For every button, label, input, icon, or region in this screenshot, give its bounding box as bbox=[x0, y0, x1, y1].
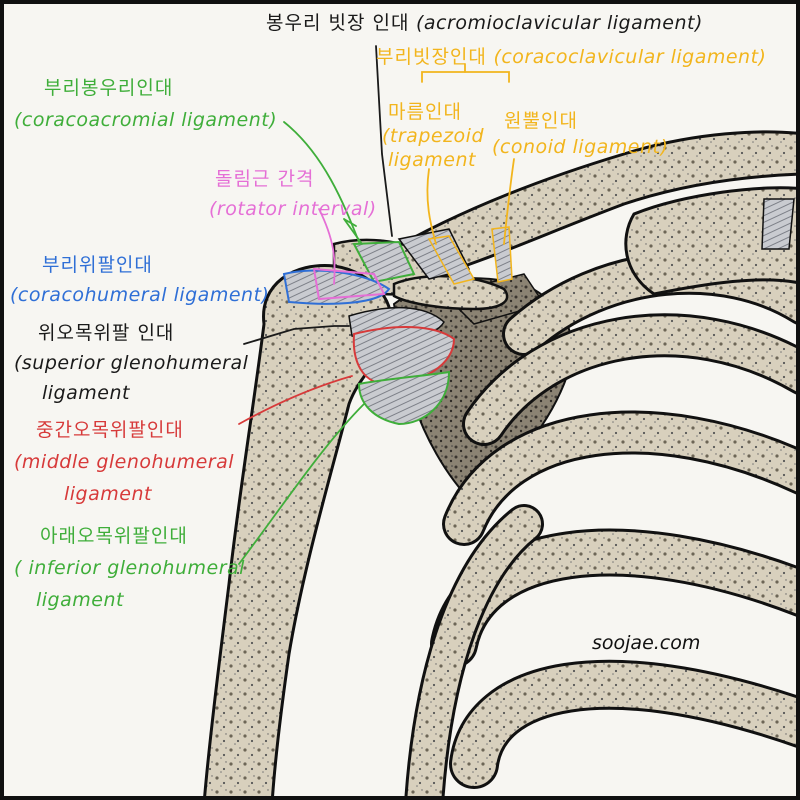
label-en-line1: (superior glenohumeral bbox=[14, 352, 249, 374]
label-en-line1: (trapezoid bbox=[382, 125, 485, 147]
label-en: (coracohumeral ligament) bbox=[10, 284, 270, 306]
label-en-line1: (middle glenohumeral bbox=[14, 451, 235, 473]
label-ko: 부리위팔인대 bbox=[42, 254, 153, 276]
watermark: soojae.com bbox=[592, 632, 701, 654]
label-ko: 봉우리 빗장 인대 bbox=[266, 12, 410, 34]
label-ko: 마름인대 bbox=[388, 101, 462, 123]
leader-lines bbox=[238, 45, 515, 565]
label-ko: 위오목위팔 인대 bbox=[38, 322, 175, 344]
label-middle-glenohumeral-ligament: 중간오목위팔인대 (middle glenohumeral ligament bbox=[14, 414, 234, 510]
label-rotator-interval: 돌림근 간격 (rotator interval) bbox=[209, 164, 377, 224]
shoulder-illustration bbox=[203, 45, 796, 796]
label-en-line2: ligament bbox=[36, 589, 124, 611]
label-en: (rotator interval) bbox=[209, 198, 377, 220]
label-en-line2: ligament bbox=[42, 382, 130, 404]
label-en-line2: ligament bbox=[388, 149, 476, 171]
sternum bbox=[624, 186, 796, 296]
rib-cage bbox=[404, 250, 796, 796]
label-acromioclavicular-ligament: 봉우리 빗장 인대 (acromioclavicular ligament) bbox=[266, 12, 703, 34]
label-trapezoid-ligament: 마름인대 (trapezoid ligament bbox=[382, 100, 484, 172]
label-en: (acromioclavicular ligament) bbox=[416, 12, 703, 34]
label-coracoclavicular-ligament: 부리빗장인대 (coracoclavicular ligament) bbox=[376, 46, 766, 68]
label-en-line1: ( inferior glenohumeral bbox=[14, 557, 245, 579]
label-inferior-glenohumeral-ligament: 아래오목위팔인대 ( inferior glenohumeral ligamen… bbox=[14, 520, 245, 616]
label-coracohumeral-ligament: 부리위팔인대 (coracohumeral ligament) bbox=[10, 250, 269, 310]
label-conoid-ligament: 원뿔인대 (conoid ligament) bbox=[492, 108, 668, 160]
label-ko: 부리봉우리인대 bbox=[44, 77, 174, 99]
ligaments bbox=[282, 226, 513, 426]
label-superior-glenohumeral-ligament: 위오목위팔 인대 (superior glenohumeral ligament bbox=[14, 318, 248, 408]
label-ko: 원뿔인대 bbox=[504, 110, 578, 132]
label-en: (coracoacromial ligament) bbox=[14, 109, 278, 131]
label-ko: 중간오목위팔인대 bbox=[36, 419, 184, 441]
label-en: (coracoclavicular ligament) bbox=[493, 46, 767, 68]
label-en-line2: ligament bbox=[64, 483, 152, 505]
label-ko: 부리빗장인대 bbox=[376, 46, 487, 68]
label-ko: 아래오목위팔인대 bbox=[40, 525, 188, 547]
label-ko: 돌림근 간격 bbox=[215, 168, 315, 190]
label-en: (conoid ligament) bbox=[492, 136, 669, 158]
label-coracoacromial-ligament: 부리봉우리인대 (coracoacromial ligament) bbox=[14, 72, 277, 136]
